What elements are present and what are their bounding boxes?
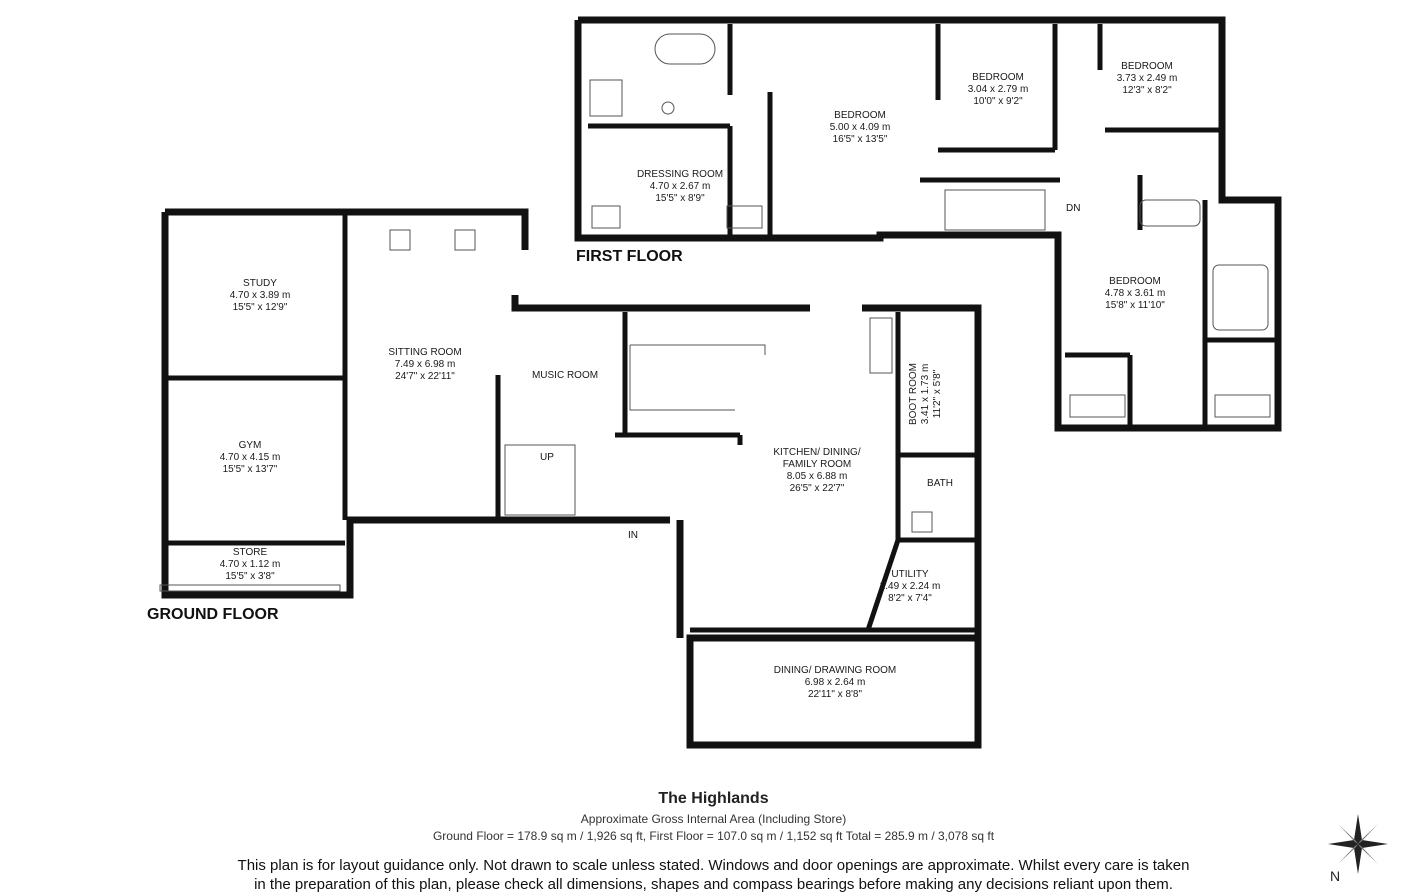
- room-metric: 5.00 x 4.09 m: [829, 122, 891, 133]
- first-floor-fixtures: [589, 33, 1271, 418]
- room-imperial: 15'5" x 3'8": [225, 571, 275, 582]
- room-imperial: 24'7" x 22'11": [395, 371, 455, 382]
- room-bedroom-4: BEDROOM 4.78 x 3.61 m 15'8" x 11'10": [1080, 276, 1190, 312]
- room-dining: DINING/ DRAWING ROOM 6.98 x 2.64 m 22'11…: [760, 665, 910, 701]
- area-note: Approximate Gross Internal Area (Includi…: [580, 812, 847, 826]
- room-metric: 3.41 x 1.73 m: [920, 363, 931, 425]
- room-boot: BOOT ROOM 3.41 x 1.73 m 11'2" x 5'8": [908, 350, 944, 438]
- room-metric: 4.78 x 3.61 m: [1104, 288, 1166, 299]
- room-name: BEDROOM: [1121, 61, 1173, 72]
- disclaimer: This plan is for layout guidance only. N…: [0, 856, 1427, 894]
- room-utility: UTILITY 2.49 x 2.24 m 8'2" x 7'4": [870, 569, 950, 605]
- room-name: DRESSING ROOM: [636, 169, 724, 180]
- room-imperial: 11'2" x 5'8": [932, 369, 943, 419]
- room-name: SITTING ROOM: [388, 347, 462, 358]
- room-name: BATH: [927, 478, 953, 489]
- room-metric: 4.70 x 4.15 m: [219, 452, 281, 463]
- room-imperial: 22'11" x 8'8": [807, 689, 863, 700]
- room-metric: 6.98 x 2.64 m: [804, 677, 866, 688]
- room-imperial: 15'5" x 13'7": [222, 464, 278, 475]
- room-imperial: 26'5" x 22'7": [789, 483, 845, 494]
- room-imperial: 8'2" x 7'4": [888, 593, 932, 604]
- room-dressing: DRESSING ROOM 4.70 x 2.67 m 15'5" x 8'9": [615, 169, 745, 205]
- room-metric: 4.70 x 2.67 m: [649, 181, 711, 192]
- room-name: BEDROOM: [834, 110, 886, 121]
- room-name-2: FAMILY ROOM: [782, 459, 852, 470]
- entrance-label: IN: [628, 530, 638, 541]
- first-floor-walls: [574, 16, 1282, 432]
- room-imperial: 15'5" x 12'9": [232, 302, 288, 313]
- ground-floor-walls: [161, 208, 982, 749]
- room-imperial: 16'5" x 13'5": [832, 134, 888, 145]
- ground-floor-label: GROUND FLOOR: [147, 606, 279, 623]
- first-floor-inner: [588, 24, 1275, 428]
- room-metric: 4.70 x 3.89 m: [229, 290, 291, 301]
- room-store: STORE 4.70 x 1.12 m 15'5" x 3'8": [200, 547, 300, 583]
- room-bedroom-main: BEDROOM 5.00 x 4.09 m 16'5" x 13'5": [800, 110, 920, 146]
- room-bedroom-2: BEDROOM 3.04 x 2.79 m 10'0" x 9'2": [948, 72, 1048, 108]
- room-imperial: 15'5" x 8'9": [655, 193, 705, 204]
- room-imperial: 10'0" x 9'2": [973, 96, 1023, 107]
- room-metric: 3.04 x 2.79 m: [967, 84, 1029, 95]
- room-imperial: 12'3" x 8'2": [1122, 85, 1172, 96]
- room-name: GYM: [238, 440, 262, 451]
- stairs-down-label: DN: [1066, 203, 1081, 214]
- ground-floor-inner: [165, 212, 978, 633]
- area-figures: Ground Floor = 178.9 sq m / 1,926 sq ft,…: [432, 829, 995, 843]
- room-sitting: SITTING ROOM 7.49 x 6.98 m 24'7" x 22'11…: [370, 347, 480, 383]
- room-name: DINING/ DRAWING ROOM: [773, 665, 897, 676]
- room-name: UTILITY: [891, 569, 929, 580]
- room-name: BEDROOM: [972, 72, 1024, 83]
- stairs-up-label: UP: [540, 452, 554, 463]
- compass-icon: [1328, 814, 1388, 874]
- room-music: MUSIC ROOM: [520, 370, 610, 382]
- room-name: STORE: [232, 547, 268, 558]
- room-name: BEDROOM: [1109, 276, 1161, 287]
- room-name: MUSIC ROOM: [531, 370, 599, 381]
- room-metric: 4.70 x 1.12 m: [219, 559, 281, 570]
- disclaimer-line-2: in the preparation of this plan, please …: [254, 876, 1173, 893]
- ground-floor-fixtures: [159, 229, 933, 592]
- room-metric: 3.73 x 2.49 m: [1116, 73, 1178, 84]
- room-name: KITCHEN/ DINING/: [773, 447, 861, 458]
- room-bedroom-3: BEDROOM 3.73 x 2.49 m 12'3" x 8'2": [1092, 61, 1202, 97]
- room-name: STUDY: [243, 278, 277, 289]
- plan-title: The Highlands: [658, 790, 769, 807]
- room-imperial: 15'8" x 11'10": [1105, 300, 1165, 311]
- room-bath: BATH: [915, 478, 965, 490]
- first-floor-label: FIRST FLOOR: [576, 248, 683, 265]
- room-name: BOOT ROOM: [908, 362, 919, 426]
- room-study: STUDY 4.70 x 3.89 m 15'5" x 12'9": [210, 278, 310, 314]
- compass-north-label: N: [1330, 868, 1341, 884]
- room-metric: 2.49 x 2.24 m: [879, 581, 941, 592]
- room-metric: 7.49 x 6.98 m: [394, 359, 456, 370]
- room-metric: 8.05 x 6.88 m: [786, 471, 848, 482]
- room-kitchen: KITCHEN/ DINING/ FAMILY ROOM 8.05 x 6.88…: [757, 447, 877, 495]
- room-gym: GYM 4.70 x 4.15 m 15'5" x 13'7": [200, 440, 300, 476]
- disclaimer-line-1: This plan is for layout guidance only. N…: [237, 857, 1190, 874]
